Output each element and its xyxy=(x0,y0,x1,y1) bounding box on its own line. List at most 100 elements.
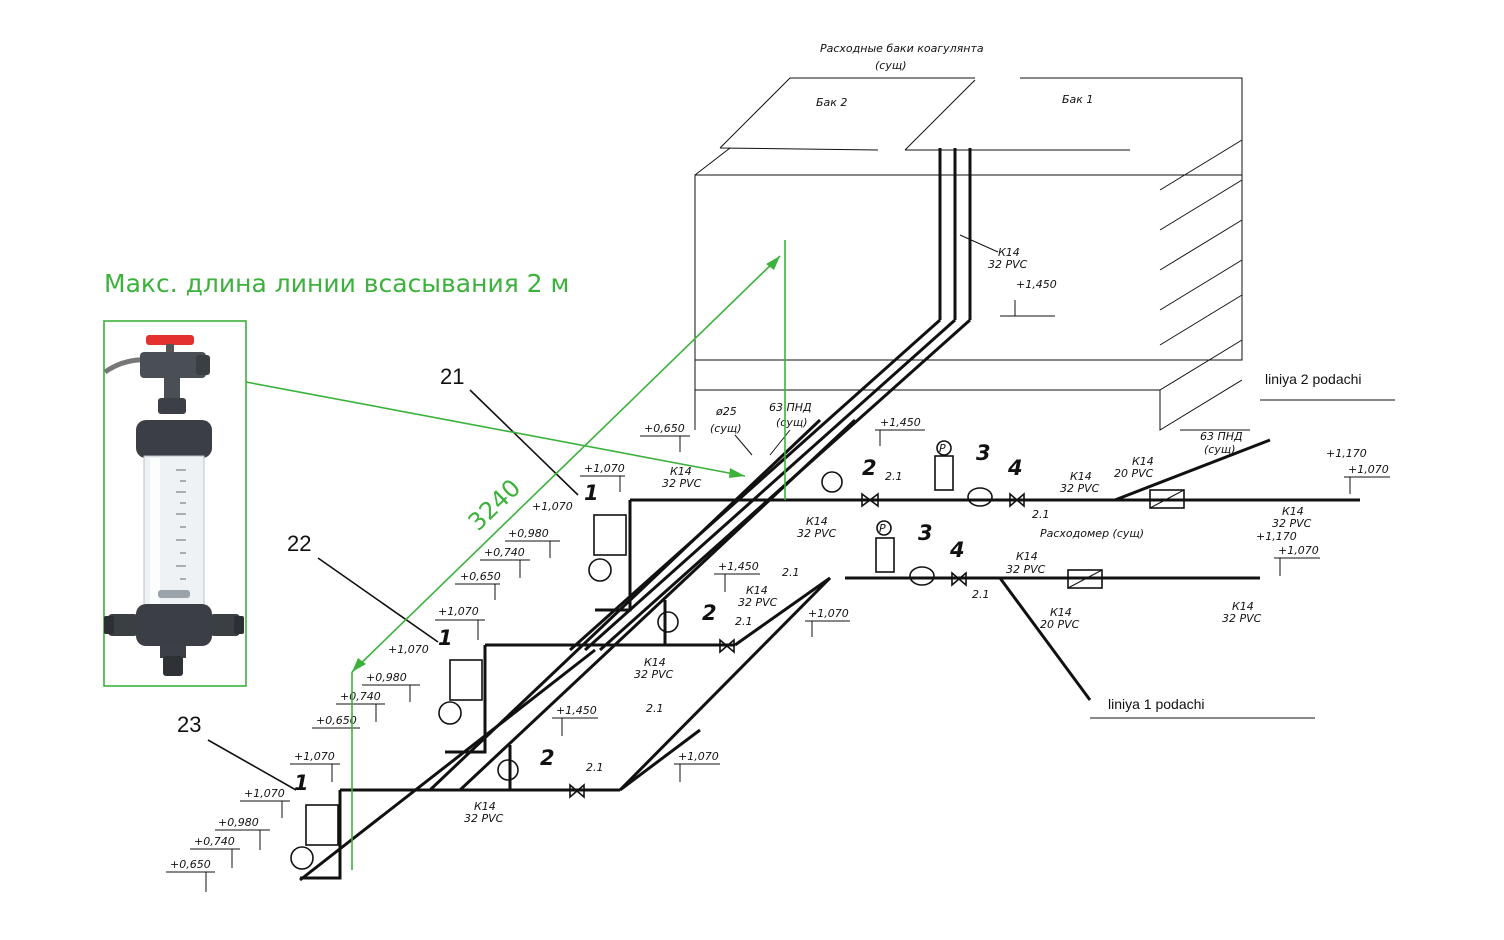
elev-1070-g: +1,070 xyxy=(808,607,849,620)
eq4-upper: 4 xyxy=(1007,456,1023,480)
pipe-label-pvc-k: 32 PVC xyxy=(464,812,504,825)
valve-handle-icon xyxy=(146,335,194,345)
pipe-label-d25-exist: (сущ) xyxy=(710,422,742,435)
elev-1070-j: +1,070 xyxy=(1278,544,1319,557)
elev-1070-a: +1,070 xyxy=(584,462,625,475)
elev-0740-c: +0,740 xyxy=(194,835,235,848)
flowmeter-inset xyxy=(103,320,247,687)
elev-0980-c: +0,980 xyxy=(218,816,259,829)
pipe-label-pvc-h: 32 PVC xyxy=(1222,612,1262,625)
elev-0740-b: +0,740 xyxy=(340,690,381,703)
valve-middle: 2.1 xyxy=(735,615,753,628)
pipe-label-k14-a: К14 xyxy=(670,465,692,478)
pipe-label-pvc-e: 32 PVC xyxy=(1272,517,1312,530)
supply-line-1: liniya 1 podachi xyxy=(845,576,1315,719)
elev-0650-a: +0,650 xyxy=(460,570,501,583)
eq3-lower: 3 xyxy=(918,521,933,545)
max-suction-length-title: Макс. длина линии всасывания 2 м xyxy=(104,269,569,298)
pipe-label-k14-i: К14 xyxy=(746,584,768,597)
pipe-label-pvc-f: 32 PVC xyxy=(1006,563,1046,576)
pipe-label-pvc-i: 32 PVC xyxy=(738,596,778,609)
callout-22: 22 xyxy=(287,531,311,556)
eq2-upper: 2 xyxy=(862,456,877,480)
equipment-branches: 2 2.1 2 2.1 2.1 xyxy=(497,601,753,799)
tank-2-label: Бак 2 xyxy=(816,96,847,109)
valve-upper-b: 2.1 xyxy=(1032,508,1050,521)
eq4-lower: 4 xyxy=(949,538,965,562)
valve-lower-a: 2.1 xyxy=(782,566,800,579)
elev-0980-b: +0,980 xyxy=(366,671,407,684)
line-2-label: liniya 2 podachi xyxy=(1265,371,1362,387)
eq2-middle: 2 xyxy=(702,601,717,625)
tank-pipe-k14: К14 xyxy=(998,246,1020,259)
bottom-cap-icon xyxy=(136,604,212,646)
pipe-label-k14-f: К14 xyxy=(1016,550,1038,563)
pump-group-22: 1 xyxy=(438,626,487,754)
tank-block: Расходные баки коагулянта (сущ) Бак 2 Ба… xyxy=(694,42,1243,431)
elev-1070-c: +1,070 xyxy=(438,605,479,618)
eq3-upper: 3 xyxy=(976,441,991,465)
pipe-label-pvc-c: 32 PVC xyxy=(1060,482,1100,495)
elev-1070-d: +1,070 xyxy=(388,643,429,656)
gauge-upper: P xyxy=(939,442,946,455)
callout-21: 21 xyxy=(440,364,464,389)
pipe-label-pnd63: 63 ПНД xyxy=(769,401,812,414)
elev-1070-b: +1,070 xyxy=(532,500,573,513)
tank-caption-exist: (сущ) xyxy=(875,59,907,72)
tank-pipe-pvc: 32 PVC xyxy=(988,258,1028,271)
pump-group-21: 1 xyxy=(584,481,632,612)
elev-0740-a: +0,740 xyxy=(484,546,525,559)
elev-1070-f: +1,070 xyxy=(244,787,285,800)
pipe-label-pvc20-d: 20 PVC xyxy=(1114,467,1154,480)
main-diagonal-pipes xyxy=(299,318,971,882)
pump-23-number: 1 xyxy=(294,771,309,795)
valve-lowest: 2.1 xyxy=(586,761,604,774)
valve-lower-b: 2.1 xyxy=(972,588,990,601)
pump-22-number: 1 xyxy=(438,626,453,650)
equipment-line-1: P 3 4 2.1 2.1 xyxy=(782,520,1103,601)
pipe-label-k14-b: К14 xyxy=(806,515,828,528)
supply-line-2: liniya 2 podachi 63 ПНД (сущ) xyxy=(630,371,1395,502)
elev-0650-b: +0,650 xyxy=(316,714,357,727)
pipe-label-k14-k: К14 xyxy=(474,800,496,813)
valve-upper-a: 2.1 xyxy=(885,470,903,483)
lower-branches xyxy=(340,576,832,792)
top-cap-icon xyxy=(136,420,212,458)
pnd-exist-right: (сущ) xyxy=(1204,443,1236,456)
pipe-label-pvc-a: 32 PVC xyxy=(662,477,702,490)
valve-diagonal: 2.1 xyxy=(646,702,664,715)
pipe-label-pvc20-g: 20 PVC xyxy=(1040,618,1080,631)
elev-1450-a: +1,450 xyxy=(880,416,921,429)
elev-0650-c: +0,650 xyxy=(170,858,211,871)
tank-caption: Расходные баки коагулянта xyxy=(820,42,984,55)
elev-0980-a: +0,980 xyxy=(508,527,549,540)
callout-23: 23 xyxy=(177,712,201,737)
elev-1450-c: +1,450 xyxy=(556,704,597,717)
elev-1070-e: +1,070 xyxy=(294,750,335,763)
pipe-label-k14-d: К14 xyxy=(1132,455,1154,468)
pump-group-23: 1 xyxy=(290,771,342,880)
pnd-label-right: 63 ПНД xyxy=(1200,430,1243,443)
elevation-marks: +1,450 +0,650 +1,070 +1,070 +0,980 +0,74… xyxy=(166,416,1390,892)
pipe-label-d25: ø25 xyxy=(715,405,737,418)
tank-1-label: Бак 1 xyxy=(1062,93,1093,106)
pipe-label-k14-e: К14 xyxy=(1282,505,1304,518)
pipe-label-pnd63-exist: (сущ) xyxy=(776,416,808,429)
pipe-labels: К14 32 PVC К14 32 PVC К14 32 PVC К14 20 … xyxy=(464,401,1312,825)
pipe-label-k14-c: К14 xyxy=(1070,470,1092,483)
pipe-label-pvc-j: 32 PVC xyxy=(634,668,674,681)
top-valve-icon xyxy=(140,352,206,378)
elev-1070-h: +1,070 xyxy=(678,750,719,763)
pipe-label-k14-j: К14 xyxy=(644,656,666,669)
pipe-label-pvc-b: 32 PVC xyxy=(797,527,837,540)
gauge-lower: P xyxy=(879,522,886,535)
eq2-lower: 2 xyxy=(540,746,555,770)
tank-elevation: +1,450 xyxy=(1016,278,1057,291)
line-1-label: liniya 1 podachi xyxy=(1108,696,1205,712)
pipe-label-k14-g: К14 xyxy=(1050,606,1072,619)
elev-0650-top: +0,650 xyxy=(644,422,685,435)
callouts: 21 22 23 xyxy=(177,364,579,791)
elev-1070-i: +1,070 xyxy=(1348,463,1389,476)
